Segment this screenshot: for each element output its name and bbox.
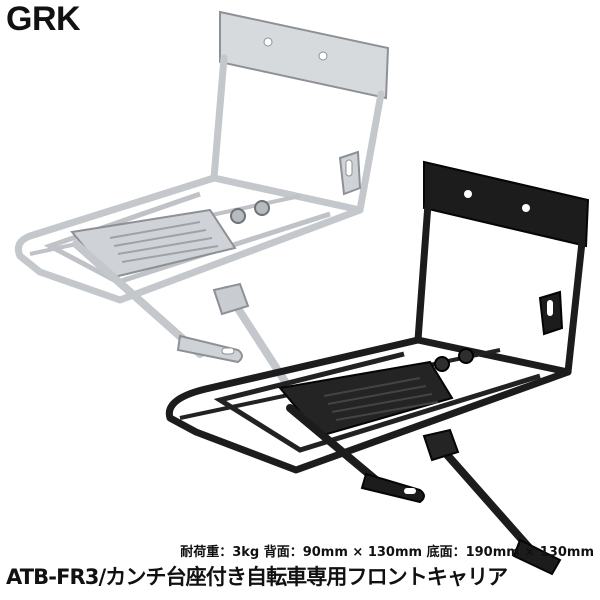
silver-back-plate — [219, 10, 390, 100]
silver-back-tube-right — [356, 90, 385, 214]
black-platform-inner-rail — [213, 351, 541, 453]
black-back-tube-right — [564, 238, 586, 376]
black-front-carrier — [165, 160, 590, 576]
spec-line: 耐荷重：3kg 背面：90mm × 130mm 底面：190mm × 130mm — [180, 545, 594, 560]
silver-clamp-bolt-2 — [254, 200, 270, 216]
brand-logo: GRK — [6, 0, 81, 38]
black-plate-hole-right — [522, 204, 530, 212]
black-strut-right — [430, 436, 544, 564]
black-plate-hole-left — [464, 190, 472, 198]
black-strut-joint — [422, 428, 460, 462]
black-back-plate — [423, 160, 590, 248]
silver-clamp-bolt-1 — [230, 208, 246, 224]
silver-platform-frame — [14, 174, 364, 304]
black-platform-frame — [165, 336, 572, 474]
silver-front-carrier — [14, 10, 390, 424]
silver-back-tube-left — [210, 54, 228, 182]
product-title: ATB-FR3/カンチ台座付き自転車専用フロントキャリア — [6, 565, 508, 589]
black-back-tube-left — [414, 200, 432, 344]
black-clamp-bolt-1 — [434, 356, 450, 372]
silver-strut-joint — [212, 282, 250, 316]
black-strut-foot-left — [360, 472, 425, 504]
silver-strut-foot-left — [176, 334, 243, 364]
silver-plate-hole-left — [263, 37, 273, 47]
black-clamp-bolt-2 — [458, 348, 474, 364]
black-strut-foot-right — [512, 538, 562, 576]
silver-plate-hole-right — [318, 51, 328, 61]
